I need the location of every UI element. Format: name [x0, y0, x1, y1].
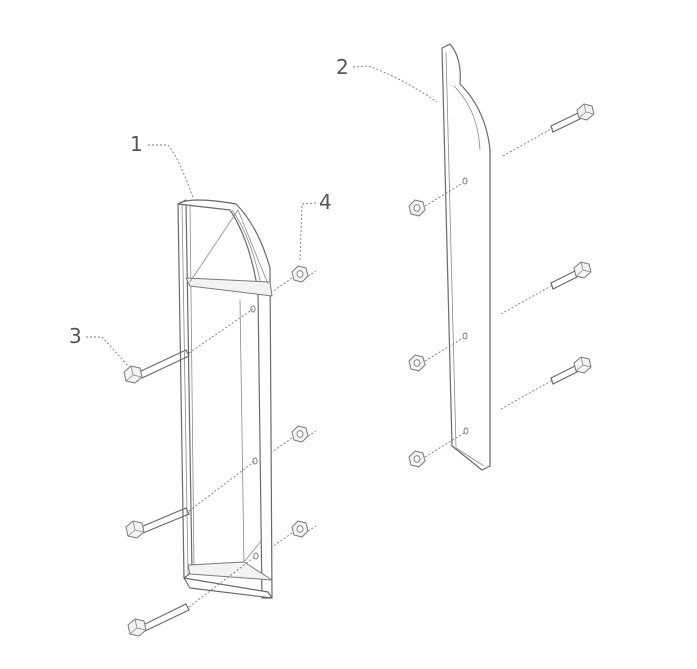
bolt-right-lower — [500, 356, 592, 410]
bolt-left-middle — [125, 460, 256, 539]
nut-right-middle — [408, 337, 464, 372]
bolt-right-middle — [500, 261, 592, 315]
callout-1: 1 — [130, 132, 194, 199]
bolt-right-upper — [502, 103, 595, 157]
callout-3: 3 — [69, 324, 129, 367]
nut-left-lower — [271, 520, 317, 548]
nut-right-upper — [408, 182, 464, 217]
callout-label-3: 3 — [69, 324, 82, 348]
nut-left-upper — [271, 265, 317, 293]
part-2-flat-strip — [441, 43, 491, 471]
callout-label-1: 1 — [130, 132, 143, 156]
bolt-left-upper — [123, 308, 254, 384]
nut-right-lower — [408, 432, 465, 468]
bolt-left-lower — [127, 555, 257, 637]
callout-label-2: 2 — [336, 55, 349, 79]
callout-4: 4 — [299, 190, 332, 263]
nut-left-middle — [271, 425, 317, 453]
callout-2: 2 — [336, 55, 438, 103]
part-1-channel-bracket — [177, 199, 273, 599]
callout-label-4: 4 — [319, 190, 332, 214]
